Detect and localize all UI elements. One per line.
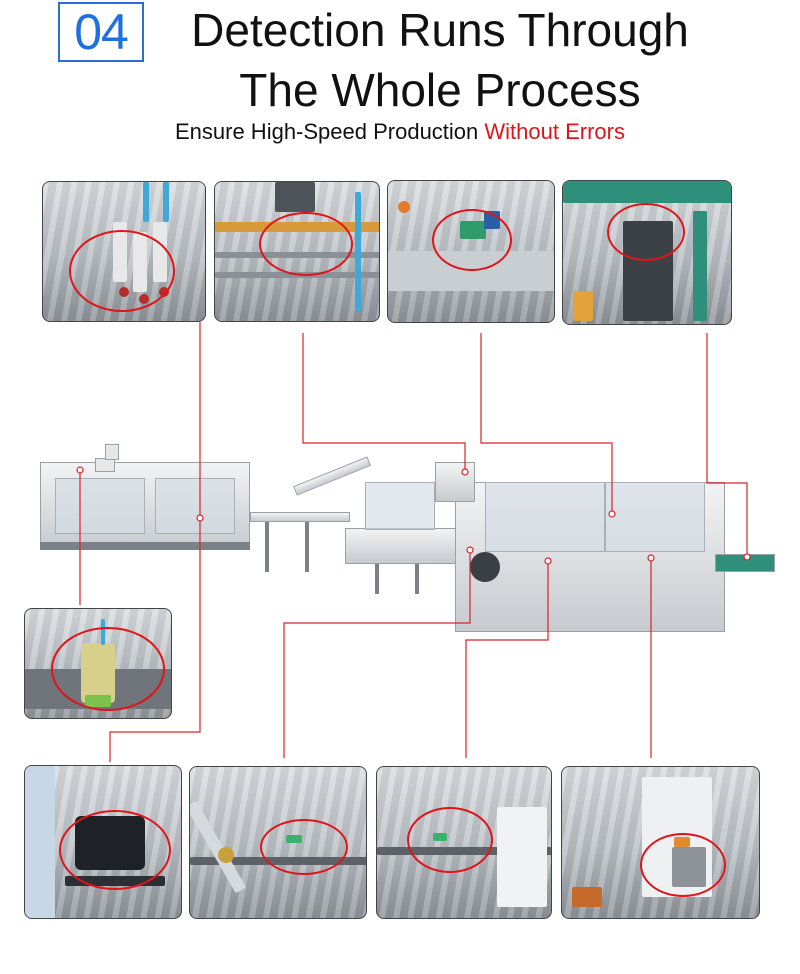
- title-line-2: The Whole Process: [239, 64, 641, 116]
- subtitle-text: Ensure High-Speed Production: [174, 119, 485, 144]
- photo-sensor-orange-module: [561, 766, 760, 919]
- section-number-badge: 04: [58, 2, 144, 62]
- photo-sensor-guide-rail-2: [376, 766, 552, 919]
- subtitle-highlight: Without Errors: [484, 119, 625, 144]
- photo-sensor-guide-rail-1: [189, 766, 367, 919]
- page-subtitle: Ensure High-Speed Production Without Err…: [0, 118, 800, 146]
- photo-sensor-black-detector: [24, 765, 182, 919]
- photo-sensor-suction-cups: [42, 181, 206, 322]
- photo-sensor-carton-chain: [562, 180, 732, 325]
- page-title: Detection Runs Through The Whole Process: [150, 0, 730, 120]
- section-number: 04: [74, 4, 129, 60]
- title-line-1: Detection Runs Through: [191, 4, 689, 56]
- packaging-machine-line: [15, 442, 785, 652]
- photo-sensor-blister-feed: [214, 181, 380, 322]
- photo-sensor-photoelectric-green: [387, 180, 555, 323]
